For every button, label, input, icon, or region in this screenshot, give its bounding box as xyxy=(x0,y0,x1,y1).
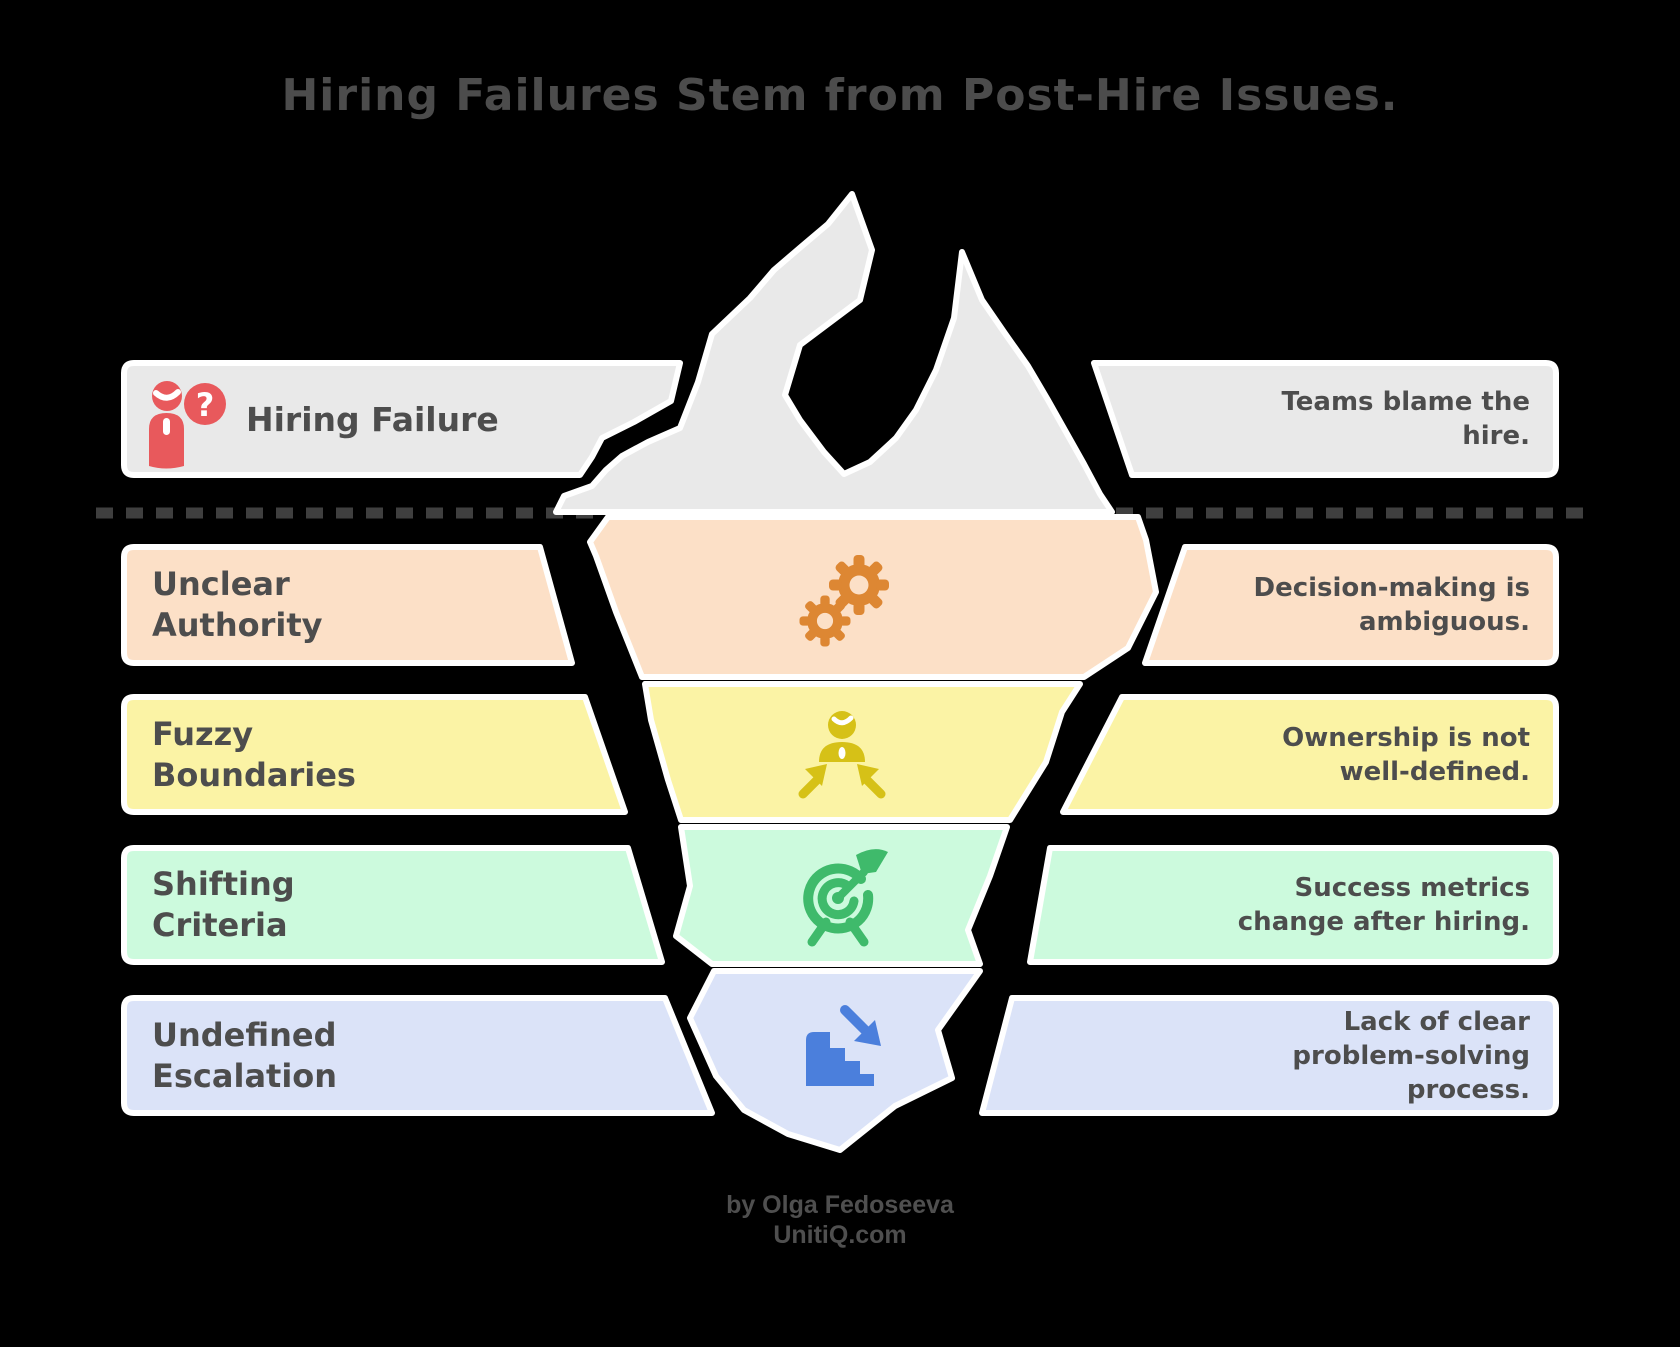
row-band-left-undefined-escalation xyxy=(121,995,715,1116)
row-band-left-fuzzy-boundaries xyxy=(121,694,628,815)
row-band-left-shifting-criteria xyxy=(121,845,665,965)
row-description-unclear-authority: Decision-making is ambiguous. xyxy=(1253,573,1531,637)
svg-text:?: ? xyxy=(196,386,215,424)
page-title: Hiring Failures Stem from Post-Hire Issu… xyxy=(281,70,1399,121)
row-band-right-unclear-authority xyxy=(1142,544,1559,666)
row-description-shifting-criteria: Success metrics change after hiring. xyxy=(1237,873,1530,937)
row-band-left-hiring-failure xyxy=(121,360,683,478)
target-arrow-icon xyxy=(803,849,888,947)
row-label-hiring-failure: Hiring Failure xyxy=(246,399,499,439)
row-band-right-shifting-criteria xyxy=(1027,845,1559,965)
footer-byline: by Olga Fedoseeva xyxy=(726,1191,954,1219)
row-band-right-undefined-escalation xyxy=(979,995,1559,1116)
row-label-unclear-authority: Unclear Authority xyxy=(152,565,323,644)
row-description-fuzzy-boundaries: Ownership is not well-defined. xyxy=(1282,722,1530,787)
stairs-down-icon xyxy=(806,1005,881,1086)
row-band-left-unclear-authority xyxy=(121,544,575,666)
person-arrows-icon xyxy=(798,711,886,799)
row-description-hiring-failure: Teams blame the hire. xyxy=(1281,387,1531,451)
person-question-icon: ? xyxy=(149,381,226,469)
row-band-right-hiring-failure xyxy=(1091,360,1559,478)
row-label-shifting-criteria: Shifting Criteria xyxy=(152,865,295,944)
row-label-fuzzy-boundaries: Fuzzy Boundaries xyxy=(152,714,356,794)
iceberg-above-water xyxy=(553,191,1115,515)
footer-site: UnitiQ.com xyxy=(773,1221,907,1249)
row-description-undefined-escalation: Lack of clear problem-solving process. xyxy=(1292,1006,1530,1105)
footer-credit: by Olga Fedoseeva UnitiQ.com xyxy=(0,1190,1680,1250)
row-band-right-fuzzy-boundaries xyxy=(1060,694,1559,815)
row-label-undefined-escalation: Undefined Escalation xyxy=(152,1015,338,1095)
